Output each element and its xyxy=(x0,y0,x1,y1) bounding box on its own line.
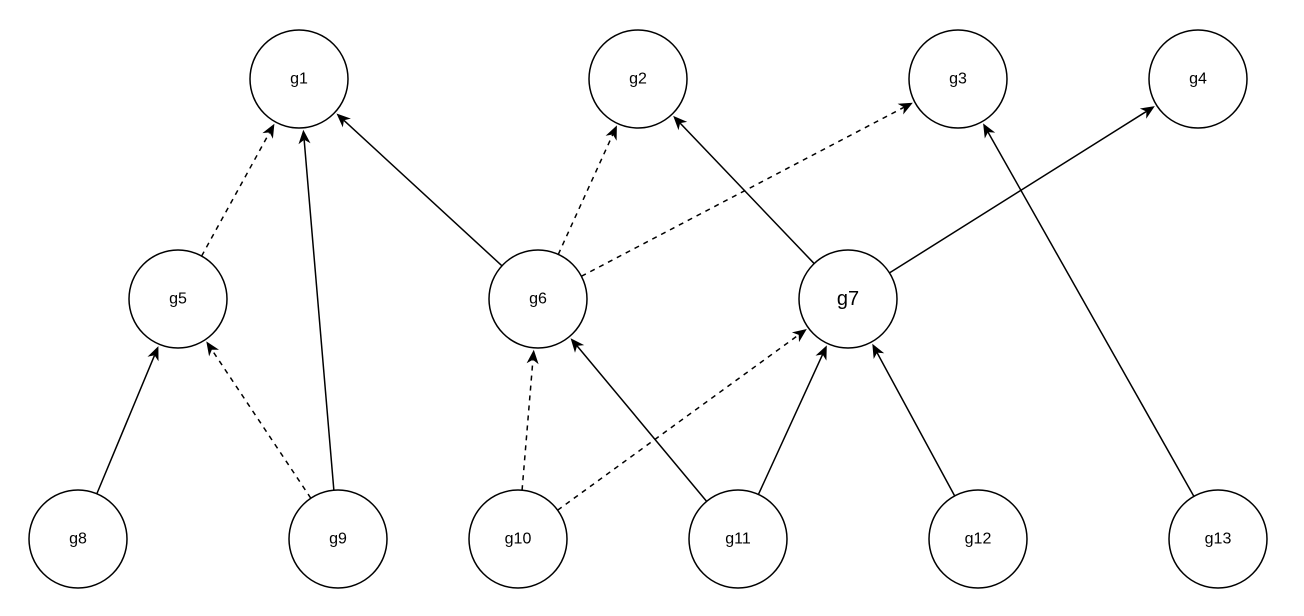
arrowhead-icon xyxy=(897,102,913,115)
arrowhead-icon xyxy=(570,338,585,353)
edge-g11-to-g7 xyxy=(757,345,827,495)
arrowhead-icon xyxy=(147,346,159,362)
node-circle xyxy=(588,29,688,129)
edge-g11-to-g6 xyxy=(570,338,708,502)
edge-g7-to-g2 xyxy=(673,115,815,265)
edges-layer xyxy=(96,102,1195,511)
edge-line xyxy=(557,134,614,255)
edge-g8-to-g5 xyxy=(96,346,159,495)
edge-line xyxy=(211,349,312,499)
node-g4[interactable]: g4 xyxy=(1148,29,1248,129)
edge-g9-to-g5 xyxy=(206,341,312,499)
edge-line xyxy=(576,345,708,502)
node-g5[interactable]: g5 xyxy=(128,249,228,349)
node-g10[interactable]: g10 xyxy=(468,489,568,589)
arrowhead-icon xyxy=(336,113,351,128)
node-label: g5 xyxy=(169,291,187,308)
node-label: g11 xyxy=(725,531,751,548)
node-circle xyxy=(468,489,568,589)
edge-line xyxy=(757,354,824,495)
arrowhead-icon xyxy=(815,345,827,361)
edge-line xyxy=(876,352,956,497)
arrowhead-icon xyxy=(206,341,219,357)
node-circle xyxy=(488,249,588,349)
arrowhead-icon xyxy=(673,115,688,131)
edge-g10-to-g6 xyxy=(521,349,539,491)
edge-line xyxy=(96,355,156,495)
arrowhead-icon xyxy=(791,329,807,343)
arrowhead-icon xyxy=(605,125,617,141)
node-circle xyxy=(928,489,1028,589)
node-label: g12 xyxy=(965,531,992,548)
arrowhead-icon xyxy=(262,123,275,139)
node-g9[interactable]: g9 xyxy=(288,489,388,589)
nodes-layer: g1 g2 g3 g4 g5 g6 g7 g8 g9 g10 g11 g12 g13 xyxy=(28,29,1268,589)
edge-line xyxy=(889,110,1147,274)
node-label: g9 xyxy=(329,531,347,548)
node-circle xyxy=(288,489,388,589)
node-g12[interactable]: g12 xyxy=(928,489,1028,589)
node-g1[interactable]: g1 xyxy=(249,29,349,129)
node-circle xyxy=(908,29,1008,129)
edge-g6-to-g3 xyxy=(581,102,913,277)
arrowhead-icon xyxy=(526,349,539,365)
node-label: g13 xyxy=(1205,531,1232,548)
node-circle xyxy=(688,489,788,589)
edge-line xyxy=(343,119,503,267)
edge-g10-to-g7 xyxy=(557,329,807,511)
node-g7[interactable]: g7 xyxy=(798,249,898,349)
node-g13[interactable]: g13 xyxy=(1168,489,1268,589)
node-g6[interactable]: g6 xyxy=(488,249,588,349)
node-g3[interactable]: g3 xyxy=(908,29,1008,129)
node-label: g3 xyxy=(949,71,967,88)
edge-line xyxy=(200,132,271,257)
node-g2[interactable]: g2 xyxy=(588,29,688,129)
node-label: g6 xyxy=(529,291,547,308)
node-label: g8 xyxy=(69,531,87,548)
node-label: g7 xyxy=(837,288,859,310)
edge-line xyxy=(679,122,815,265)
node-circle xyxy=(249,29,349,129)
arrowhead-icon xyxy=(872,343,885,359)
edge-g6-to-g2 xyxy=(557,125,617,255)
node-circle xyxy=(28,489,128,589)
arrowhead-icon xyxy=(1139,106,1155,119)
edge-g12-to-g7 xyxy=(872,343,956,497)
node-label: g1 xyxy=(290,71,308,88)
node-circle xyxy=(1148,29,1248,129)
node-circle xyxy=(1168,489,1268,589)
node-circle xyxy=(798,249,898,349)
edge-g5-to-g1 xyxy=(200,123,275,257)
node-label: g4 xyxy=(1189,71,1207,88)
arrowhead-icon xyxy=(298,129,311,145)
node-circle xyxy=(128,249,228,349)
edge-line xyxy=(581,106,905,277)
edge-g9-to-g1 xyxy=(298,129,335,491)
node-g11[interactable]: g11 xyxy=(688,489,788,589)
edge-line xyxy=(987,131,1195,497)
node-g8[interactable]: g8 xyxy=(28,489,128,589)
edge-g13-to-g3 xyxy=(983,123,1195,497)
edge-g7-to-g4 xyxy=(889,106,1155,274)
node-label: g2 xyxy=(629,71,647,88)
edge-line xyxy=(303,139,335,491)
node-label: g10 xyxy=(505,531,532,548)
arrowhead-icon xyxy=(983,123,996,139)
edge-line xyxy=(521,359,534,491)
edge-g6-to-g1 xyxy=(336,113,503,267)
